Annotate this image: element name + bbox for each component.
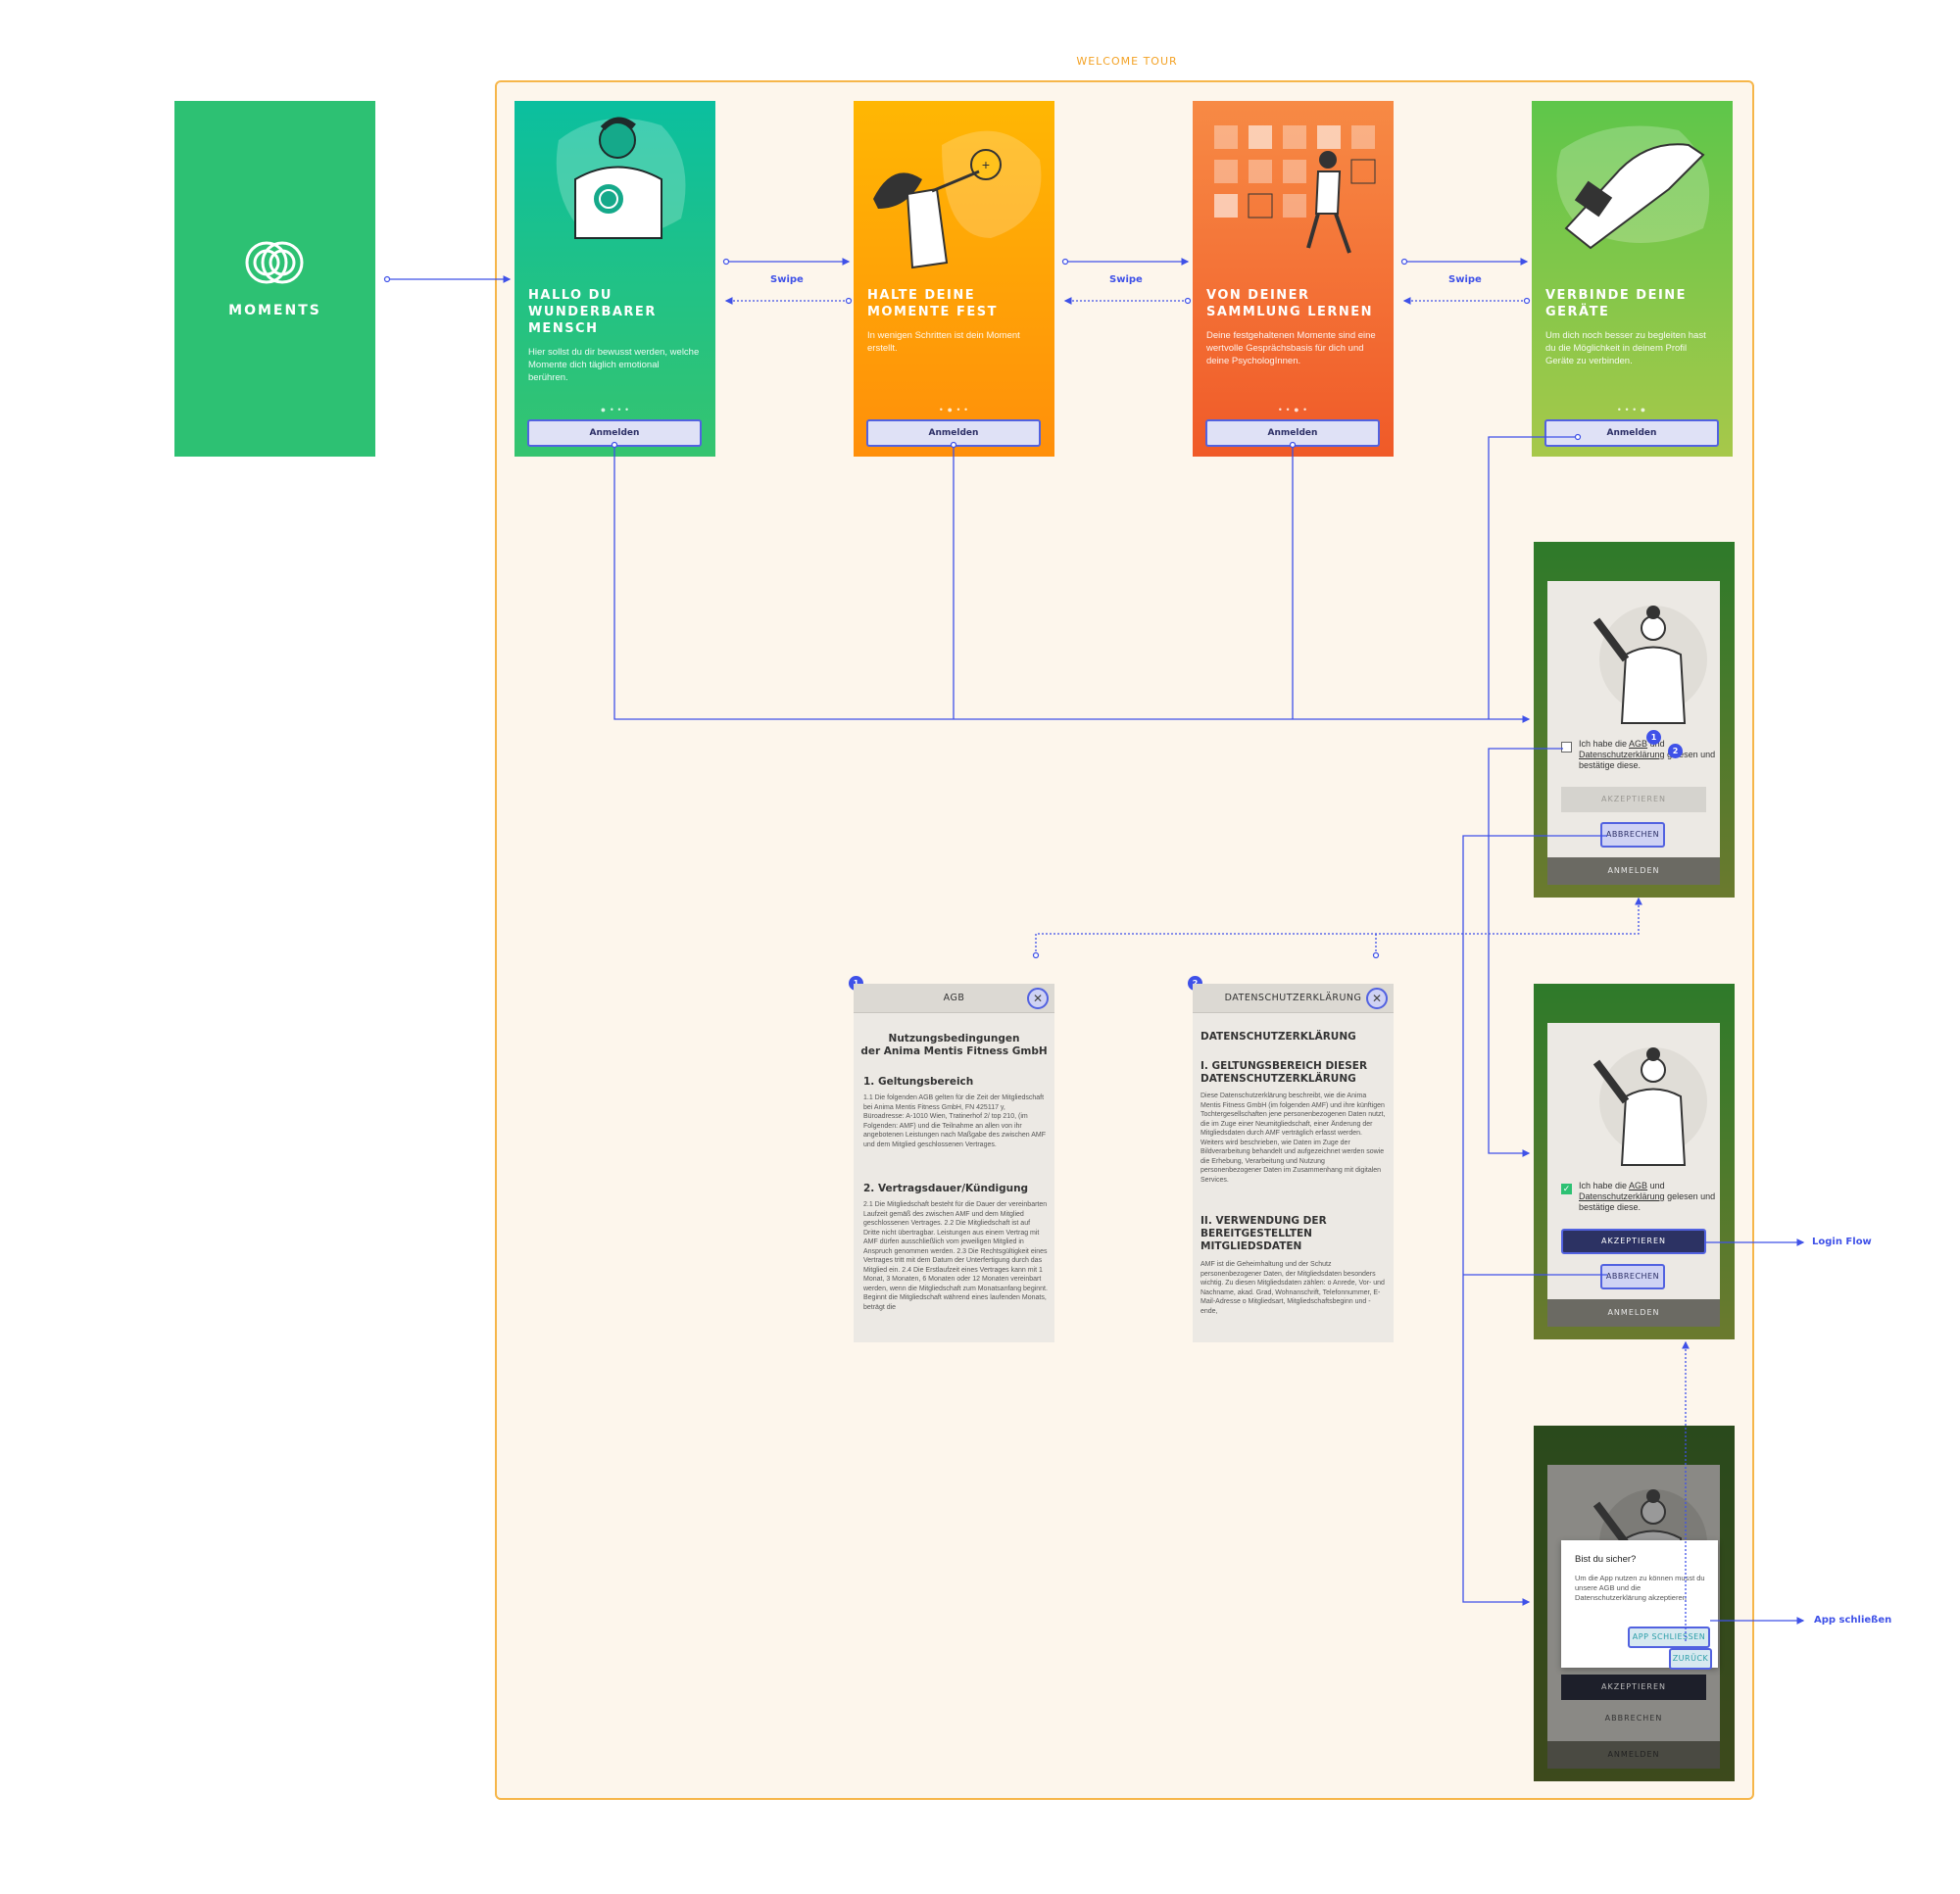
- accept-button-dimmed: AKZEPTIEREN: [1561, 1675, 1706, 1700]
- page-indicator: • • • ●: [1617, 405, 1647, 414]
- agb-link-badge: 1: [1646, 730, 1661, 745]
- doc-header-title: AGB: [943, 993, 965, 1003]
- section-heading: II. VERWENDUNG DER BEREITGESTELLTEN MITG…: [1200, 1215, 1327, 1252]
- cancel-button[interactable]: ABBRECHEN: [1600, 822, 1665, 848]
- section-text: 2.1 Die Mitgliedschaft besteht für die D…: [863, 1201, 1048, 1311]
- card-text: In wenigen Schritten ist dein Moment ers…: [867, 330, 1020, 354]
- login-bar[interactable]: ANMELDEN: [1547, 1299, 1720, 1327]
- doc-header-title: DATENSCHUTZERKLÄRUNG: [1224, 993, 1362, 1003]
- card-text: Um dich noch besser zu begleiten hast du…: [1545, 330, 1706, 366]
- app-close-label: App schließen: [1814, 1615, 1892, 1626]
- section-text: 1.1 Die folgenden AGB gelten für die Zei…: [863, 1094, 1047, 1148]
- section-text: AMF ist die Geheimhaltung und der Schutz…: [1200, 1261, 1385, 1315]
- login-bar[interactable]: ANMELDEN: [1547, 857, 1720, 885]
- swipe-label: Swipe: [1448, 274, 1482, 285]
- close-icon[interactable]: ✕: [1366, 988, 1388, 1009]
- onboarding-screen-3[interactable]: VON DEINER SAMMLUNG LERNEN Deine festgeh…: [1193, 101, 1394, 457]
- consent-dialog: ✓ Ich habe die AGB und Datenschutzerklär…: [1547, 1023, 1720, 1299]
- card-title: VERBINDE DEINE GERÄTE: [1545, 288, 1688, 319]
- accept-button-disabled: AKZEPTIEREN: [1561, 787, 1706, 812]
- page-indicator: • ● • •: [939, 405, 969, 414]
- card-text: Hier sollst du dir bewusst werden, welch…: [528, 347, 700, 383]
- doc-header: AGB ✕: [854, 984, 1054, 1013]
- swipe-label: Swipe: [1109, 274, 1143, 285]
- woman-grid-illustration: [1214, 125, 1376, 254]
- consent-checkbox-checked[interactable]: ✓: [1561, 1184, 1572, 1194]
- confirm-title: Bist du sicher?: [1575, 1554, 1637, 1565]
- confirm-text: Um die App nutzen zu können musst du uns…: [1575, 1574, 1705, 1602]
- doc-title: DATENSCHUTZERKLÄRUNG: [1200, 1031, 1356, 1043]
- card-title: HALTE DEINE MOMENTE FEST: [867, 288, 998, 319]
- person-fingerprint-illustration: [556, 117, 686, 239]
- page-indicator: ● • • •: [600, 405, 630, 414]
- woman-waving-illustration: [1592, 1047, 1707, 1166]
- back-button[interactable]: ZURÜCK: [1669, 1648, 1712, 1670]
- close-app-button[interactable]: APP SCHLIESSEN: [1628, 1627, 1710, 1648]
- login-button[interactable]: Anmelden: [1544, 419, 1719, 447]
- consent-dialog: Ich habe die AGB und Datenschutzerklärun…: [1547, 581, 1720, 857]
- login-flow-label: Login Flow: [1812, 1237, 1872, 1247]
- close-icon[interactable]: ✕: [1027, 988, 1049, 1009]
- cancel-text-dimmed: ABBRECHEN: [1604, 1714, 1663, 1723]
- section-heading: I. GELTUNGSBEREICH DIESER DATENSCHUTZERK…: [1200, 1060, 1368, 1085]
- section-text: Diese Datenschutzerklärung beschreibt, w…: [1200, 1093, 1386, 1184]
- consent-screen-checked: ✓ Ich habe die AGB und Datenschutzerklär…: [1534, 984, 1735, 1339]
- consent-checkbox[interactable]: [1561, 742, 1572, 753]
- consent-screen-unchecked: Ich habe die AGB und Datenschutzerklärun…: [1534, 542, 1735, 898]
- card-title: HALLO DU WUNDERBARER MENSCH: [528, 288, 657, 336]
- hand-watch-illustration: [1556, 125, 1710, 250]
- accept-button[interactable]: AKZEPTIEREN: [1561, 1229, 1706, 1254]
- onboarding-screen-2[interactable]: + HALTE DEINE MOMENTE FEST In wenigen Sc…: [854, 101, 1054, 457]
- splash-screen: MOMENTS: [174, 101, 375, 457]
- cancel-button[interactable]: ABBRECHEN: [1600, 1264, 1665, 1289]
- onboarding-screen-4[interactable]: VERBINDE DEINE GERÄTE Um dich noch besse…: [1532, 101, 1733, 457]
- woman-waving-illustration: [1592, 606, 1707, 724]
- doc-header: DATENSCHUTZERKLÄRUNG ✕: [1193, 984, 1394, 1013]
- svg-text:+: +: [982, 157, 990, 172]
- datenschutz-link[interactable]: Datenschutzerklärung: [1579, 1191, 1665, 1201]
- moments-logo-icon: [245, 241, 304, 284]
- datenschutz-link-badge: 2: [1668, 744, 1683, 758]
- card-title: VON DEINER SAMMLUNG LERNEN: [1206, 288, 1374, 319]
- section-heading: 2. Vertragsdauer/Kündigung: [863, 1183, 1029, 1194]
- login-bar[interactable]: ANMELDEN: [1547, 1741, 1720, 1769]
- confirm-dialog: Bist du sicher? Um die App nutzen zu kön…: [1561, 1540, 1718, 1670]
- datenschutz-link[interactable]: Datenschutzerklärung: [1579, 750, 1665, 759]
- region-label: WELCOME TOUR: [1076, 55, 1178, 68]
- consent-text: Ich habe die AGB und Datenschutzerklärun…: [1579, 1181, 1716, 1212]
- agb-link[interactable]: AGB: [1629, 1181, 1648, 1190]
- agb-link[interactable]: AGB: [1629, 739, 1648, 749]
- page-indicator: • • ● •: [1278, 405, 1308, 414]
- section-heading: 1. Geltungsbereich: [863, 1076, 974, 1088]
- swipe-label: Swipe: [770, 274, 804, 285]
- app-name: MOMENTS: [228, 303, 321, 318]
- onboarding-screen-1[interactable]: HALLO DU WUNDERBARER MENSCH Hier sollst …: [514, 101, 715, 457]
- datenschutz-document-screen: DATENSCHUTZERKLÄRUNG ✕ DATENSCHUTZERKLÄR…: [1193, 984, 1394, 1342]
- woman-reaching-illustration: +: [873, 130, 1042, 269]
- card-text: Deine festgehaltenen Momente sind eine w…: [1206, 330, 1376, 366]
